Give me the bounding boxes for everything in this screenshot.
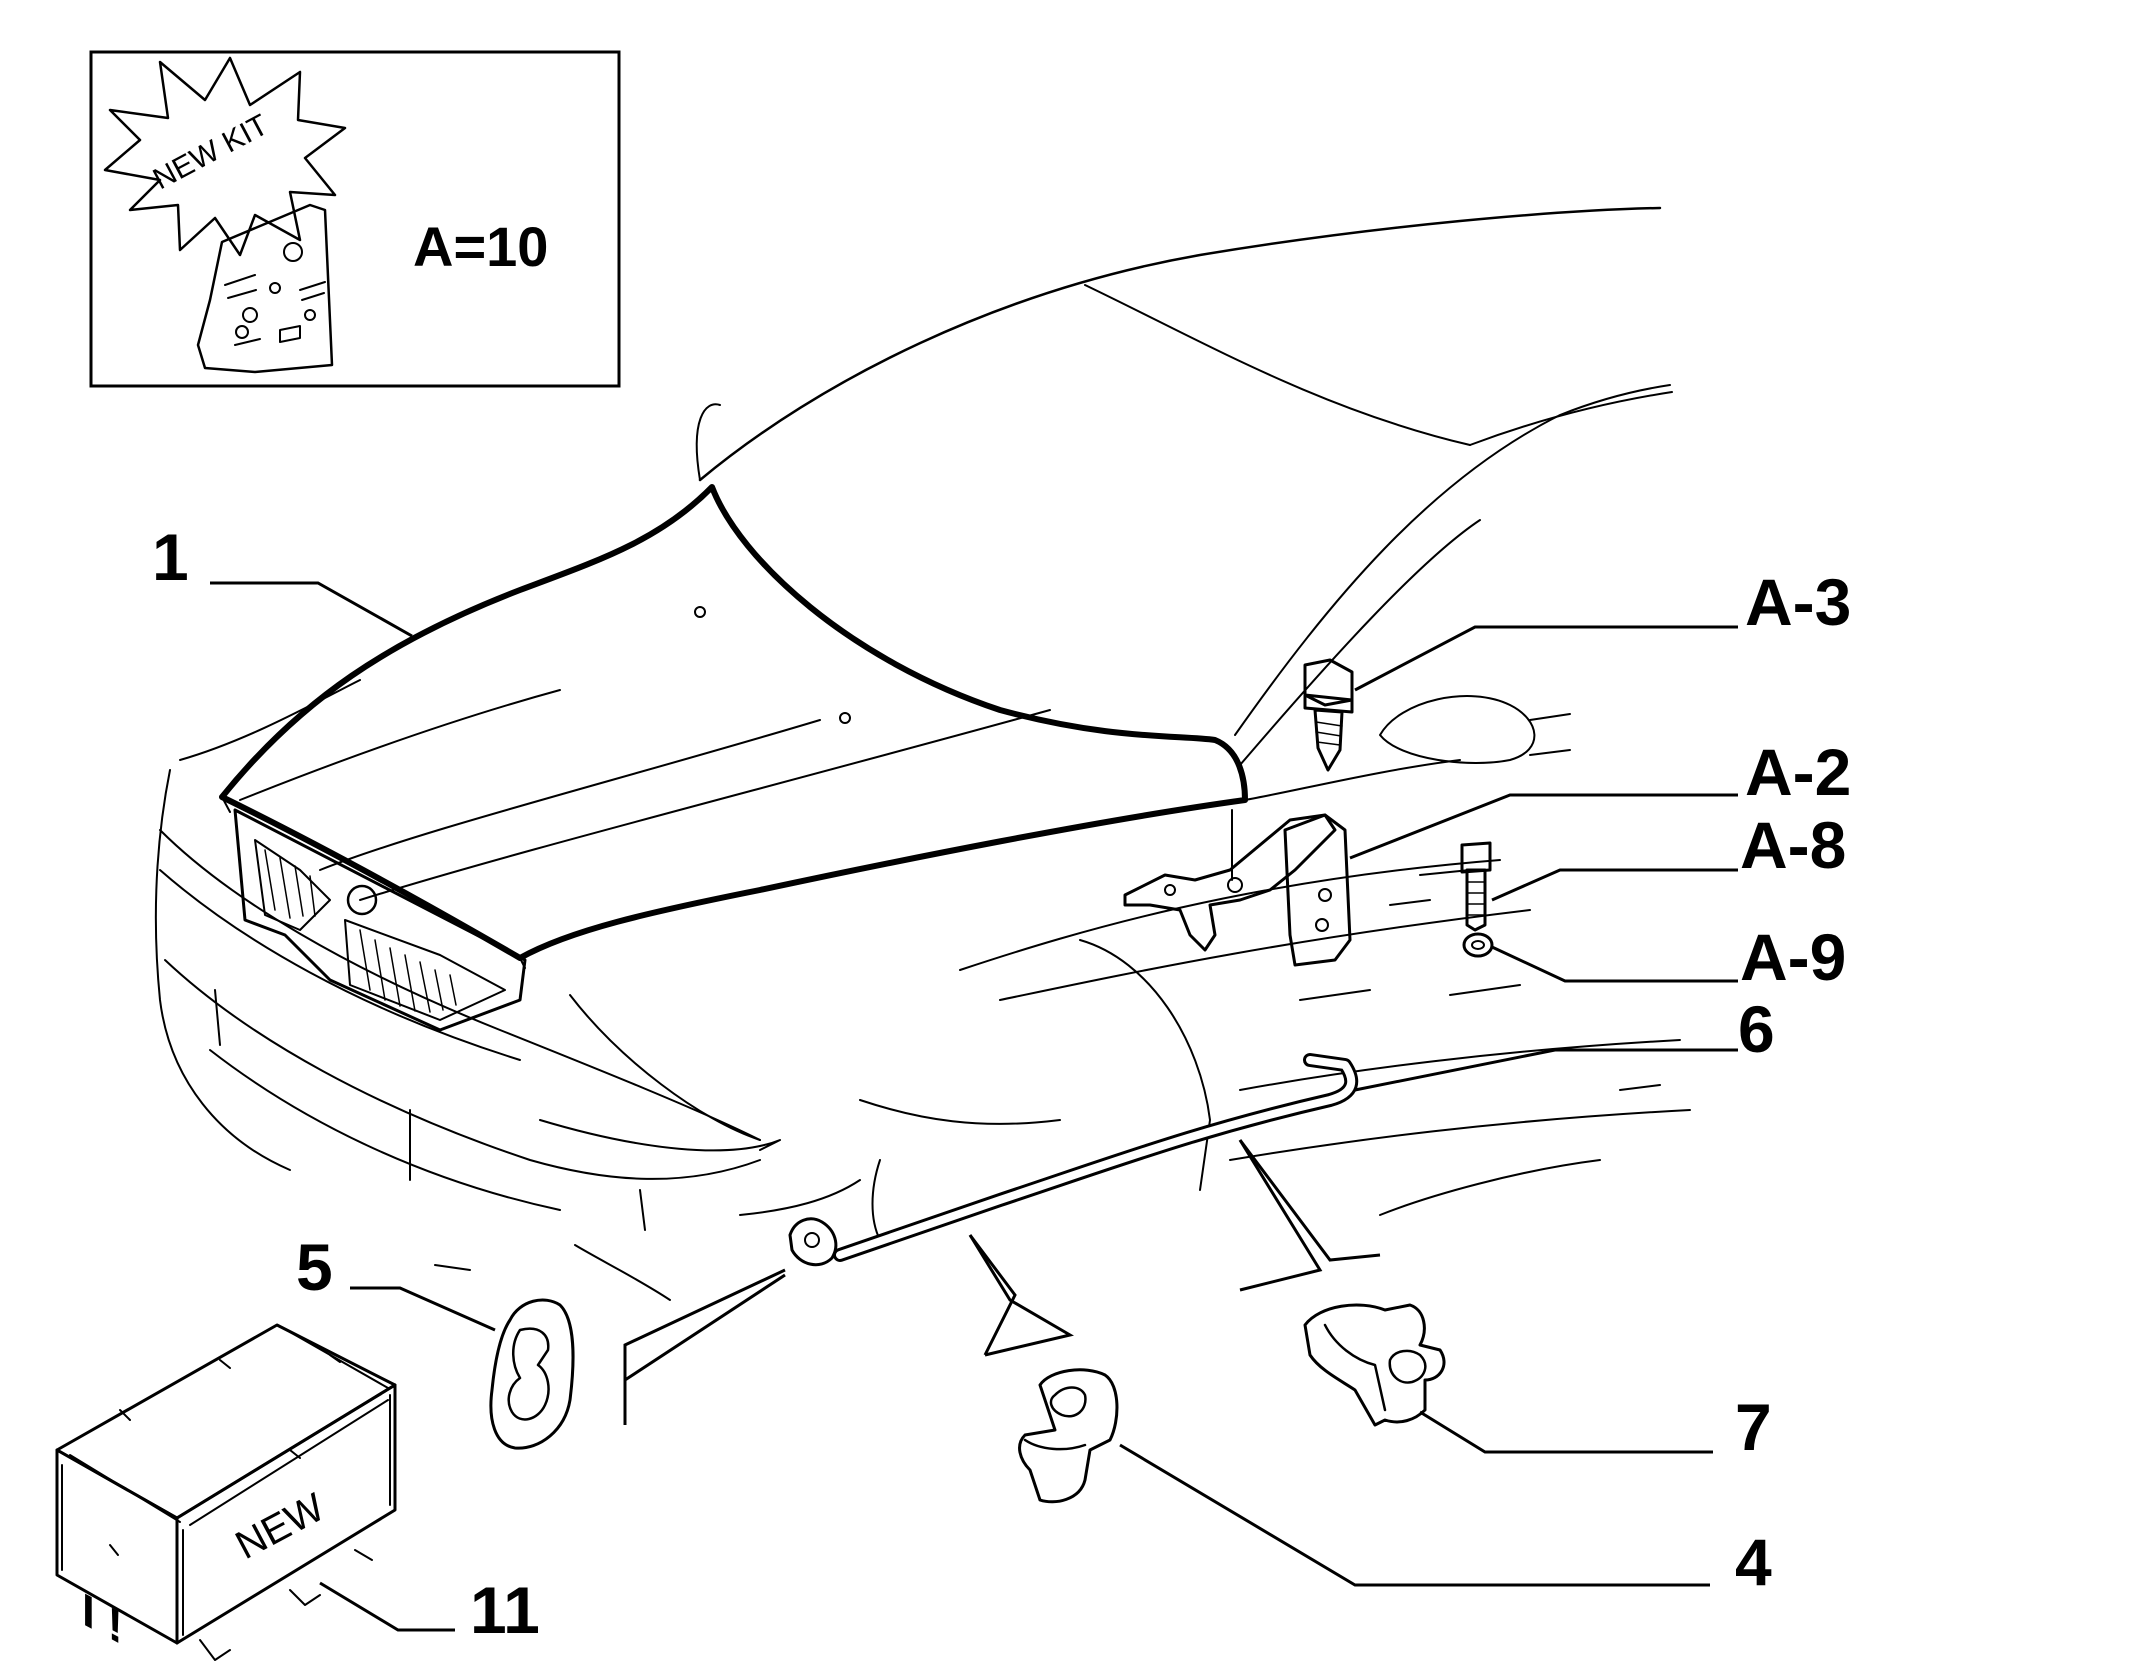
hood-prop-rod-icon xyxy=(788,1053,1359,1267)
callout-a8: A-8 xyxy=(1740,808,1846,882)
shipping-crate-11-icon: NEW I ! xyxy=(55,1323,397,1661)
kit-bag-icon xyxy=(196,203,334,374)
callout-6: 6 xyxy=(1738,992,1775,1066)
callout-a3: A-3 xyxy=(1745,565,1851,639)
car-body xyxy=(154,206,1691,1301)
leader-lines xyxy=(210,581,1738,1632)
callout-1: 1 xyxy=(152,520,189,594)
callout-4: 4 xyxy=(1735,1525,1772,1599)
crate-new-label: NEW xyxy=(229,1485,332,1568)
hood-hinge-a2-icon xyxy=(1123,809,1352,967)
grille-hatch xyxy=(264,849,457,1013)
crate-warning-mark: I ! xyxy=(82,1583,123,1655)
callout-11: 11 xyxy=(470,1573,540,1647)
callout-a9: A-9 xyxy=(1740,920,1846,994)
callout-5: 5 xyxy=(296,1230,333,1304)
kit-quantity-label: A=10 xyxy=(413,215,548,278)
washer-a9-icon xyxy=(1462,932,1494,958)
bolt-a8-icon xyxy=(1460,841,1492,932)
kit-inset: NEW KIT A=10 xyxy=(89,50,621,388)
callout-a2: A-2 xyxy=(1745,735,1851,809)
callout-labels: 1 A-3 A-2 A-8 A-9 6 5 7 4 11 xyxy=(152,520,1851,1647)
rod-holder-7-icon xyxy=(1303,1303,1446,1427)
callout-7: 7 xyxy=(1735,1390,1772,1464)
rod-clip-4-icon xyxy=(1018,1368,1119,1504)
rod-clip-5-icon xyxy=(489,1298,575,1450)
bolt-a3-icon xyxy=(1303,658,1354,772)
